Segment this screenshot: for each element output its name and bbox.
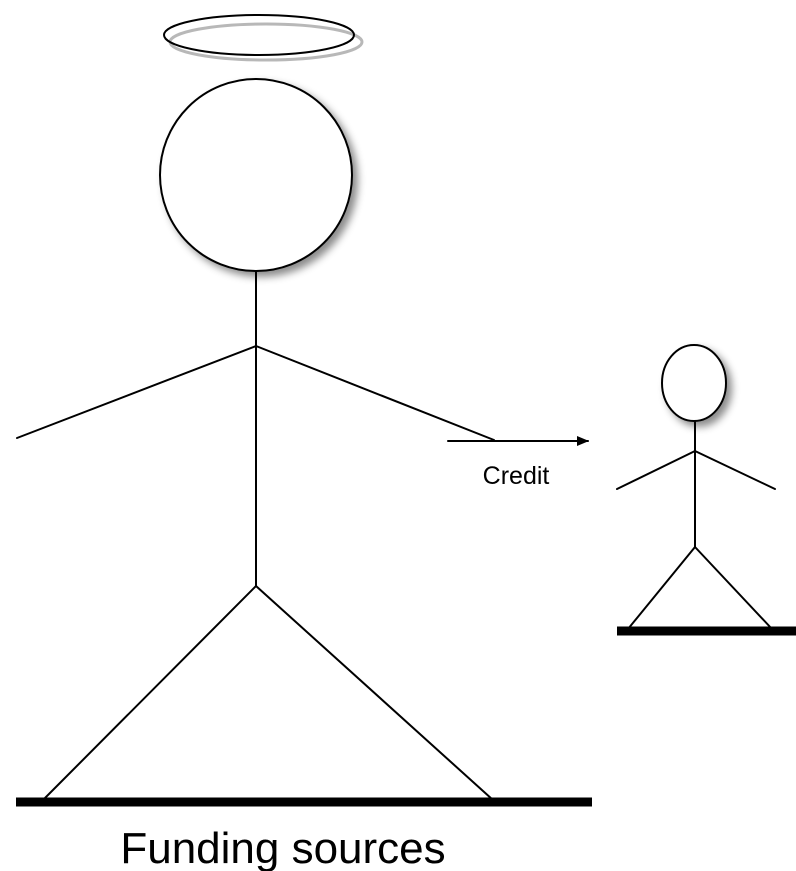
small-stick-figure — [616, 344, 796, 636]
small-figure-right-arm — [694, 450, 776, 490]
small-figure-left-leg — [627, 546, 696, 630]
large-figure-head — [159, 78, 353, 272]
large-figure-right-leg — [255, 585, 494, 801]
small-figure-right-leg — [694, 546, 773, 630]
small-figure-left-arm — [616, 450, 696, 490]
small-figure-head — [661, 344, 727, 422]
large-stick-figure — [16, 14, 592, 807]
caption: Funding sources — [120, 824, 445, 871]
credit-label: Credit — [483, 462, 550, 490]
credit-arrow: Credit — [447, 436, 589, 490]
halo — [163, 14, 364, 62]
large-figure-right-arm — [255, 345, 495, 441]
large-figure-left-leg — [42, 585, 257, 801]
halo-ring — [163, 14, 355, 56]
large-figure-left-arm — [16, 345, 257, 439]
